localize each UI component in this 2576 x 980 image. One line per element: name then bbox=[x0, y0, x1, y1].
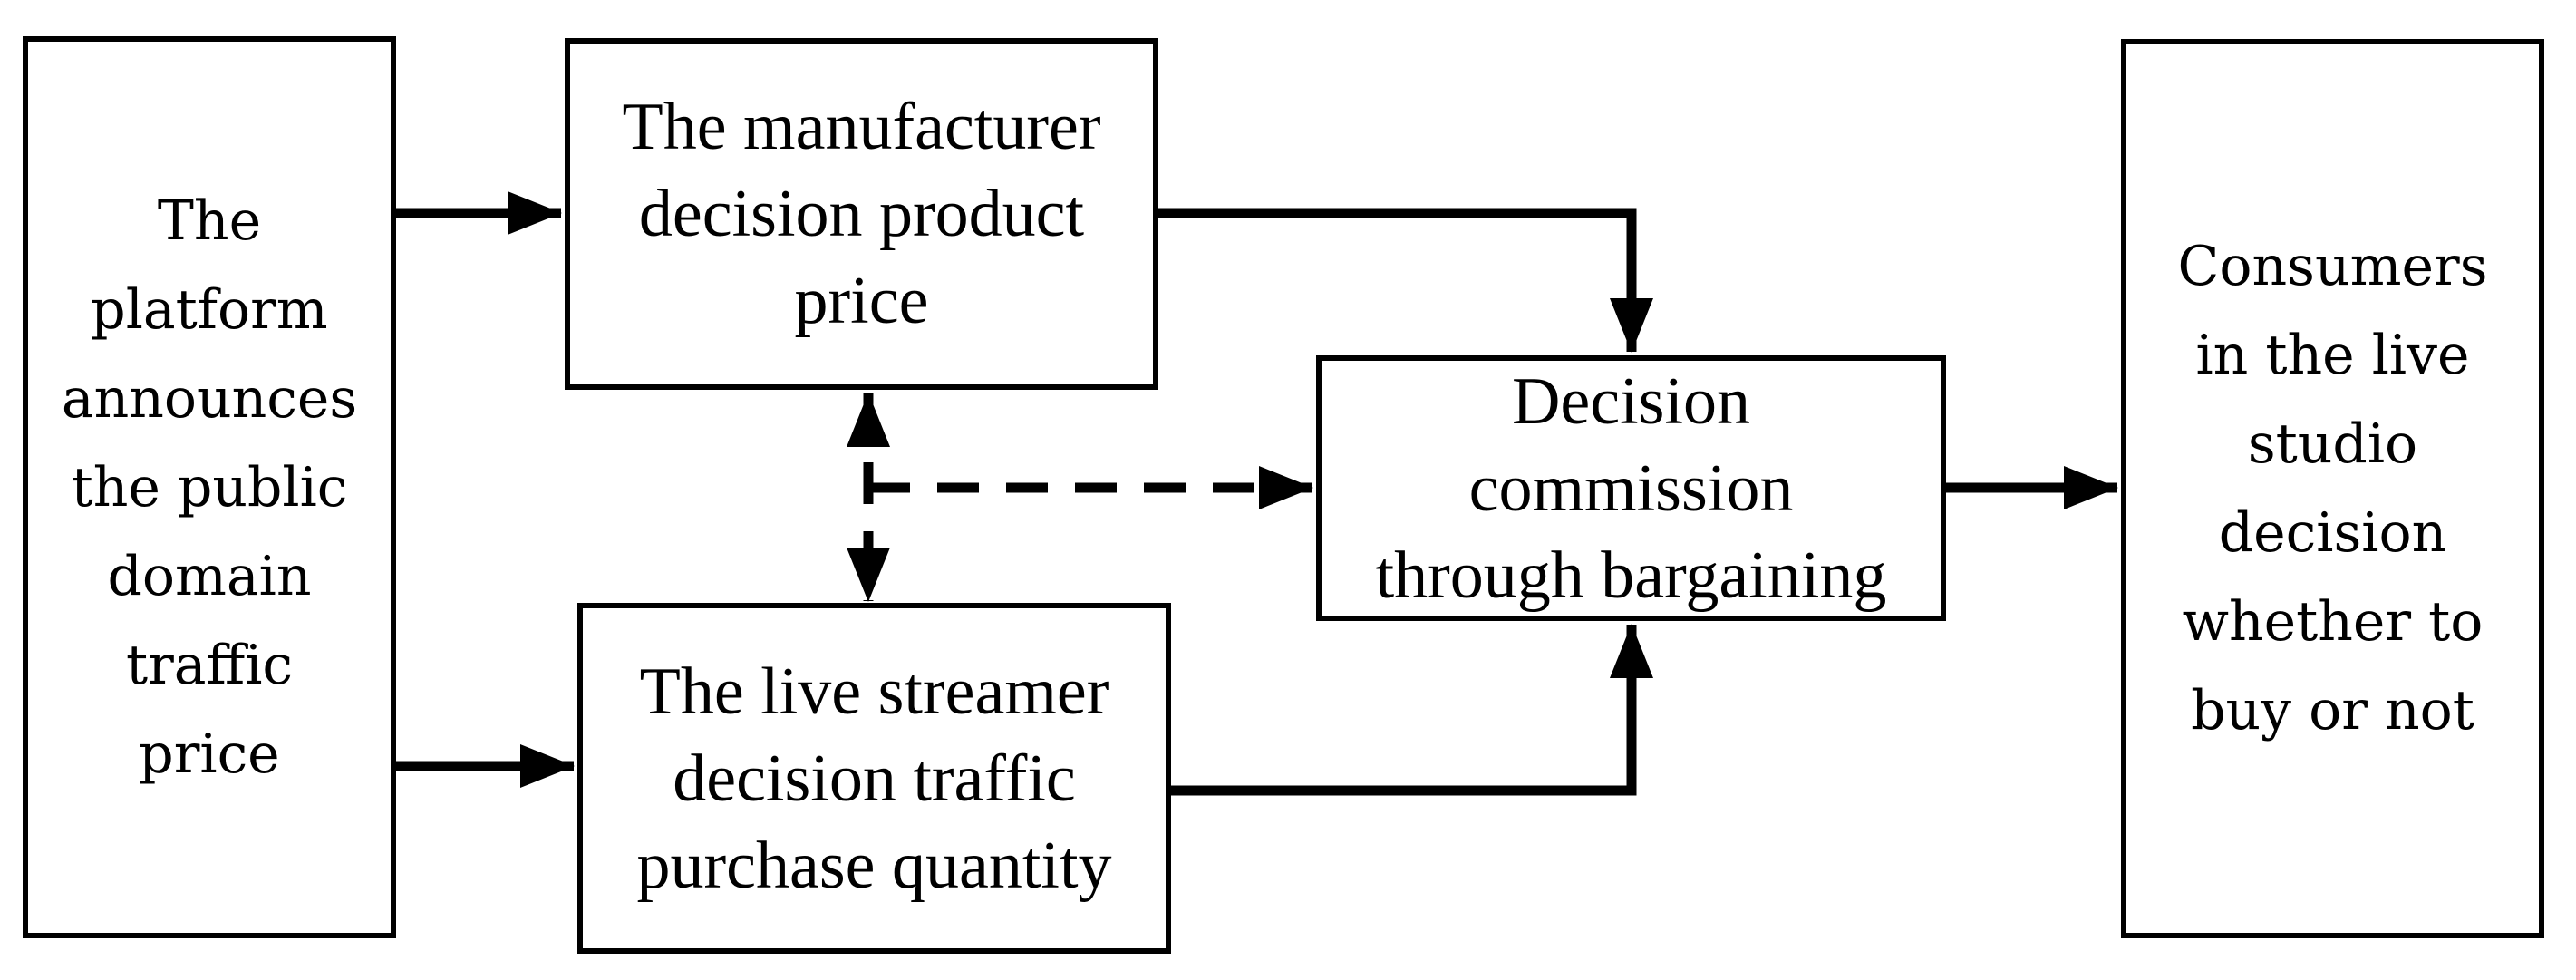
arrow-streamer-to-commission bbox=[1171, 624, 1653, 796]
box-manufacturer: The manufacturer decision product price bbox=[565, 38, 1158, 390]
box-manufacturer-label: The manufacturer decision product price bbox=[622, 90, 1101, 338]
box-commission: Decision commission through bargaining bbox=[1316, 355, 1946, 621]
box-streamer-label: The live streamer decision traffic purch… bbox=[636, 654, 1112, 903]
box-consumers-label: Consumers in the live studio decision wh… bbox=[2177, 235, 2488, 742]
arrow-manufacturer-to-commission bbox=[1158, 208, 1653, 353]
box-platform-label: The platform announces the public domain… bbox=[61, 189, 358, 786]
box-commission-label: Decision commission through bargaining bbox=[1375, 364, 1887, 613]
box-streamer: The live streamer decision traffic purch… bbox=[577, 603, 1171, 954]
box-platform: The platform announces the public domain… bbox=[23, 36, 396, 938]
box-consumers: Consumers in the live studio decision wh… bbox=[2121, 39, 2544, 938]
